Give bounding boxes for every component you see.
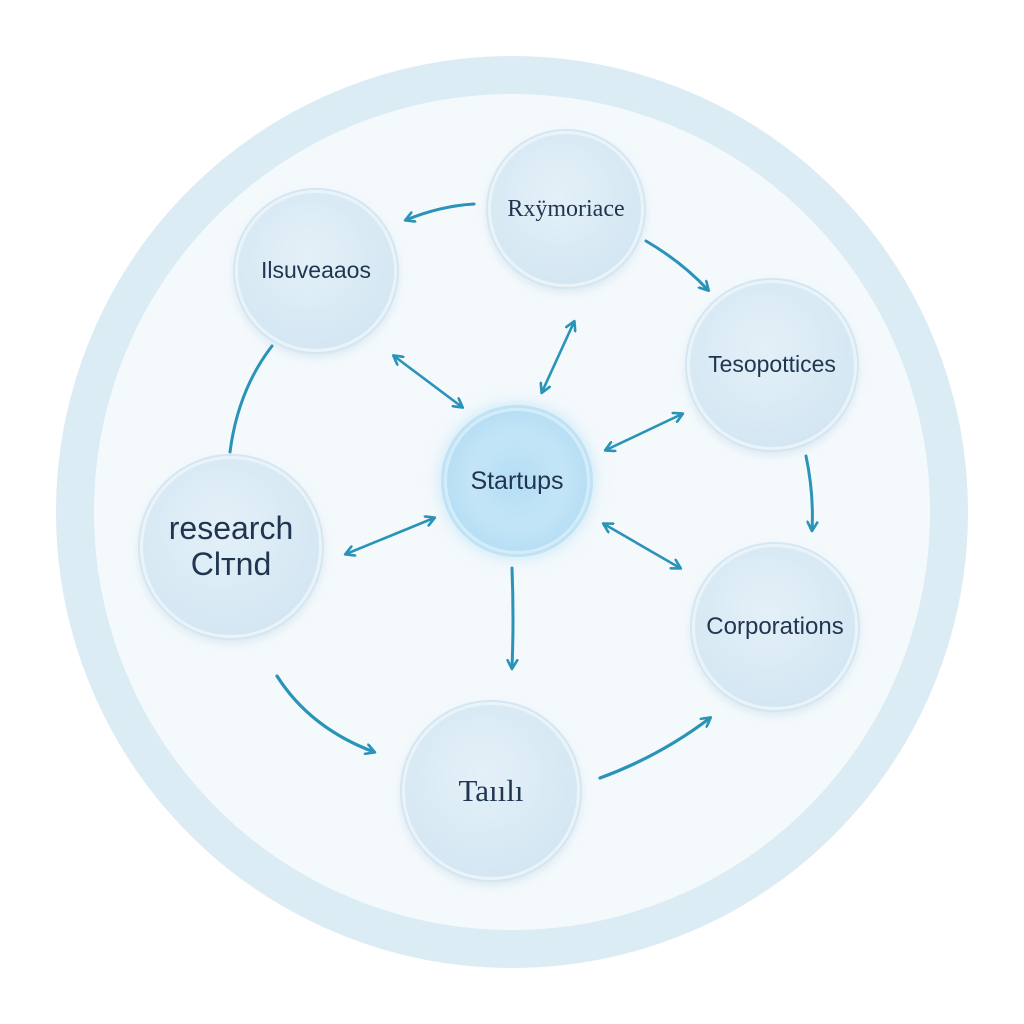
arrow-center-upperleft bbox=[394, 356, 462, 407]
arrow-center-bottom bbox=[512, 566, 513, 668]
arrow-upperright-to-right bbox=[804, 454, 812, 530]
arrow-center-right bbox=[604, 524, 680, 568]
node-upper-right-label: Tesopottices bbox=[708, 351, 836, 378]
node-center: Startups bbox=[444, 408, 590, 554]
node-upper-left: Ilsuveaaos bbox=[235, 190, 397, 352]
node-right: Corporations bbox=[692, 544, 858, 710]
connector-upperleft-to-left bbox=[228, 344, 274, 454]
arrow-left-to-bottom bbox=[275, 674, 374, 752]
node-bottom-label: Taıılı bbox=[458, 772, 524, 808]
arrow-top-to-upperright bbox=[644, 239, 708, 290]
node-left-label-line2: Clтnd bbox=[190, 546, 272, 582]
arrow-center-left bbox=[346, 518, 434, 554]
node-left: research Clтnd bbox=[140, 456, 322, 638]
node-top-label: Rxÿmoriace bbox=[507, 195, 625, 222]
node-center-label: Startups bbox=[470, 467, 564, 495]
node-left-label-line1: research bbox=[168, 510, 294, 547]
node-top: Rxÿmoriace bbox=[488, 131, 644, 287]
node-right-label: Corporations bbox=[706, 612, 844, 640]
node-upper-right: Tesopottices bbox=[687, 280, 857, 450]
node-bottom: Taıılı bbox=[402, 702, 580, 880]
arrow-top-to-upperleft bbox=[406, 202, 476, 220]
node-left-label: research Clтnd bbox=[168, 510, 294, 583]
arrow-bottom-to-right bbox=[598, 718, 710, 780]
arrow-center-upperright bbox=[606, 414, 682, 450]
node-upper-left-label: Ilsuveaaos bbox=[261, 257, 371, 284]
arrow-center-top bbox=[542, 322, 574, 392]
